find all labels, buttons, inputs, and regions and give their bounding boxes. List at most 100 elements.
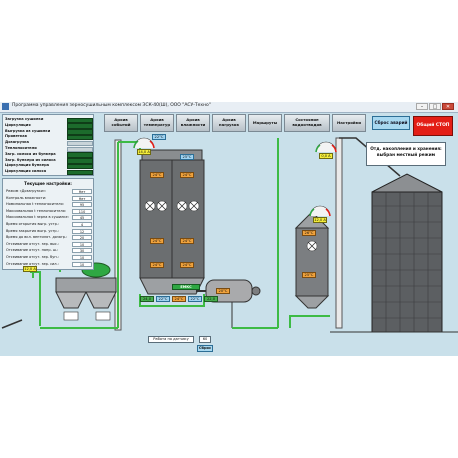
emergency-stop-button[interactable]: Общий СТОП	[413, 116, 453, 136]
temp-tower-1: 26°С	[302, 230, 316, 236]
status-label: Циркуляция бункера	[5, 163, 50, 168]
temperature-archive-button[interactable]: Архив температур	[140, 114, 174, 132]
setting-value: Нет	[72, 195, 92, 201]
setting-value: 45	[72, 215, 92, 221]
setting-label: Отсеивание отсут. зер. выс.:	[6, 241, 60, 246]
setting-row: Номинальная t теплоносителя: 95	[6, 202, 92, 208]
temp-dryer-2: 24°С	[180, 172, 194, 178]
setting-value: 110	[72, 208, 92, 214]
setting-label: Время закрытия выгр. устр.:	[6, 228, 59, 233]
temp-heat-generator: 20°С	[216, 288, 230, 294]
setting-label: Контроль влажности:	[6, 195, 47, 200]
status-label: Загр. бункера из силоса	[5, 157, 56, 162]
status-indicator	[67, 123, 93, 129]
status-indicator	[67, 117, 93, 123]
setting-label: Максимальная t зерна в сушилке:	[6, 215, 69, 220]
temp-dryer-3: 24°С	[150, 238, 164, 244]
window-title: Программа управления зерносушильным комп…	[12, 103, 211, 108]
close-button[interactable]: ✕	[442, 103, 454, 110]
status-row: Загрузка сушилки	[5, 117, 93, 124]
status-row: Проветкак	[5, 134, 93, 141]
temp-bottom-green-2: 22,0	[204, 296, 218, 302]
setting-row: Контроль влажности: Нет	[6, 195, 92, 202]
status-indicator	[67, 146, 93, 152]
setting-row: Максимальная t теплоносителя:110	[6, 208, 92, 215]
setting-value: Нет	[72, 189, 92, 194]
status-indicator	[67, 152, 93, 158]
settings-button[interactable]: Настройки	[332, 114, 366, 132]
setting-label: Время до вкл. вентилят. дозагр.:	[6, 235, 68, 240]
status-indicator	[67, 134, 93, 141]
setting-row: Время закрытия выгр. устр.: 12	[6, 228, 92, 235]
temp-bottom-3: 22°С	[188, 296, 202, 302]
status-label: Циркуляция	[5, 122, 31, 127]
amp-reading-dryer: 14,0 А	[137, 149, 151, 155]
minimize-button[interactable]: –	[416, 103, 428, 110]
temp-dryer-4: 24°С	[180, 238, 194, 244]
temp-dryer-6: 24°С	[180, 262, 194, 268]
amp-reading-tower: 12,0 А	[313, 217, 327, 223]
load-archive-button[interactable]: Архив нагрузок	[212, 114, 246, 132]
setting-value: 12	[72, 228, 92, 234]
storage-silo	[371, 191, 443, 333]
status-label: Загрузка сушилки	[5, 117, 44, 121]
maximize-button[interactable]: □	[429, 103, 441, 110]
status-row: Циркуляция силоса	[5, 169, 93, 176]
status-indicator	[67, 158, 93, 164]
status-label: Циркуляция силоса	[5, 169, 47, 174]
title-bar: Программа управления зерносушильным комп…	[0, 102, 458, 113]
temp-dryer-1: 24°С	[150, 172, 164, 178]
level-value-field[interactable]: 60	[199, 336, 211, 343]
setting-label: Режим «Дозагрузки»:	[6, 189, 47, 193]
status-indicator	[67, 140, 93, 147]
current-settings-panel: Текущие настройки: Режим «Дозагрузки»: Не…	[2, 178, 94, 270]
scada-window: Программа управления зерносушильным комп…	[0, 102, 458, 356]
setting-label: Время открытия выгр. устр.:	[6, 222, 60, 226]
temp-bottom-green-1: 24,0	[140, 296, 154, 302]
temp-bottom-1: 22°С	[156, 296, 170, 302]
routes-button[interactable]: Маршруты	[248, 114, 282, 132]
level-mode-label: Работа по датчику	[148, 336, 194, 343]
status-label: Проветкак	[5, 134, 28, 139]
humidity-archive-button[interactable]: Архив влажности	[176, 114, 210, 132]
reset-alarms-button[interactable]: Сброс аварий	[372, 116, 410, 130]
status-row: Загр. силоса из бункера	[5, 152, 93, 159]
elevator-2	[335, 137, 343, 329]
settings-header: Текущие настройки:	[24, 181, 72, 186]
water-state-button[interactable]: Состояние водоотводов	[284, 114, 330, 132]
setting-value: 10	[72, 261, 92, 267]
setting-row: Отсеивание отсут. напр. ш.: 30	[6, 248, 92, 254]
status-label: Дозагрузка	[5, 140, 29, 145]
status-row: Теплоносители	[5, 146, 93, 153]
cooling-tower	[295, 227, 329, 297]
temp-top-1: 22°С	[152, 134, 166, 140]
setting-label: Номинальная t теплоносителя:	[6, 202, 64, 207]
temp-dryer-5: 24°С	[150, 262, 164, 268]
setting-row: Время до вкл. вентилят. дозагр.: 20	[6, 235, 92, 241]
status-row: Циркуляция	[5, 123, 93, 130]
setting-value: 95	[72, 202, 92, 208]
temp-bottom-2: 24°С	[172, 296, 186, 302]
status-label: Загр. силоса из бункера	[5, 151, 56, 156]
setting-row: Максимальная t зерна в сушилке:45	[6, 215, 92, 221]
setting-value: 20	[72, 235, 92, 241]
status-row: Дозагрузка	[5, 140, 93, 147]
setting-row: Отсеивание отсут. зер. сил.: 10	[6, 261, 92, 268]
level-reset-button[interactable]: Сброс	[197, 345, 213, 352]
status-row: Циркуляция бункера	[5, 163, 93, 170]
setting-value: 10	[72, 241, 92, 247]
temp-top-2: 25°С	[180, 154, 194, 160]
setting-value: 4	[72, 222, 92, 227]
status-label: Выгрузка из сушилки	[5, 128, 51, 133]
setting-label: Отсеивание отсут. зер. сил.:	[6, 261, 59, 266]
receiver-hopper	[55, 277, 117, 293]
app-icon	[2, 103, 9, 110]
pipe-left-down	[30, 271, 41, 326]
amp-reading-elevator: 0,0 А	[319, 153, 333, 159]
setting-label: Отсеивание отсут. напр. ш.:	[6, 248, 59, 253]
events-archive-button[interactable]: Архив событий	[104, 114, 138, 132]
setting-value: 30	[72, 248, 92, 254]
setting-value: 10	[72, 255, 92, 260]
setting-label: Отсеивание отсут. зер. бун.:	[6, 255, 59, 259]
